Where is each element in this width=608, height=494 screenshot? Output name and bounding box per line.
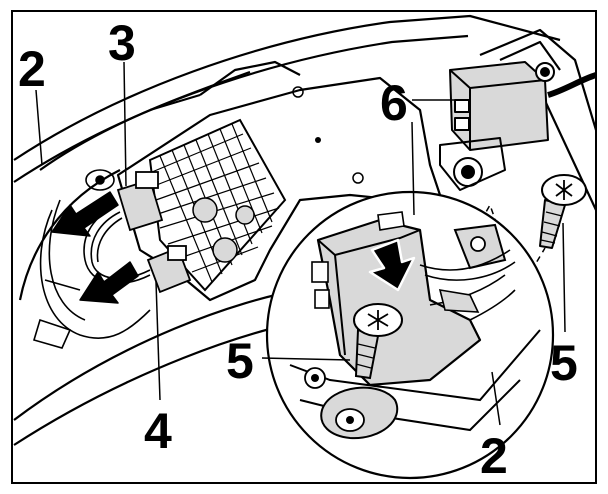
screw-5-installed [353, 303, 403, 380]
lamp-bracket [116, 76, 442, 302]
detail-circle [265, 190, 555, 480]
callout-2-top-left: 2 [18, 41, 46, 97]
callout-2-bottom-right: 2 [480, 428, 508, 484]
push-arrow-upper [51, 191, 119, 237]
connector-3 [116, 171, 164, 232]
release-arrow [368, 238, 416, 292]
connector-4 [146, 245, 192, 294]
callout-5-right: 5 [550, 335, 578, 391]
leader-lines [35, 61, 566, 426]
bulb-socket-ring [85, 169, 115, 191]
control-unit-mounted [439, 61, 597, 191]
figure-border [11, 10, 597, 484]
callout-6: 6 [380, 75, 408, 131]
callout-4: 4 [144, 403, 172, 459]
callout-3: 3 [108, 15, 136, 71]
push-arrow-lower [79, 261, 139, 304]
callout-5-left: 5 [226, 333, 254, 389]
screw-5-loose [539, 174, 587, 249]
